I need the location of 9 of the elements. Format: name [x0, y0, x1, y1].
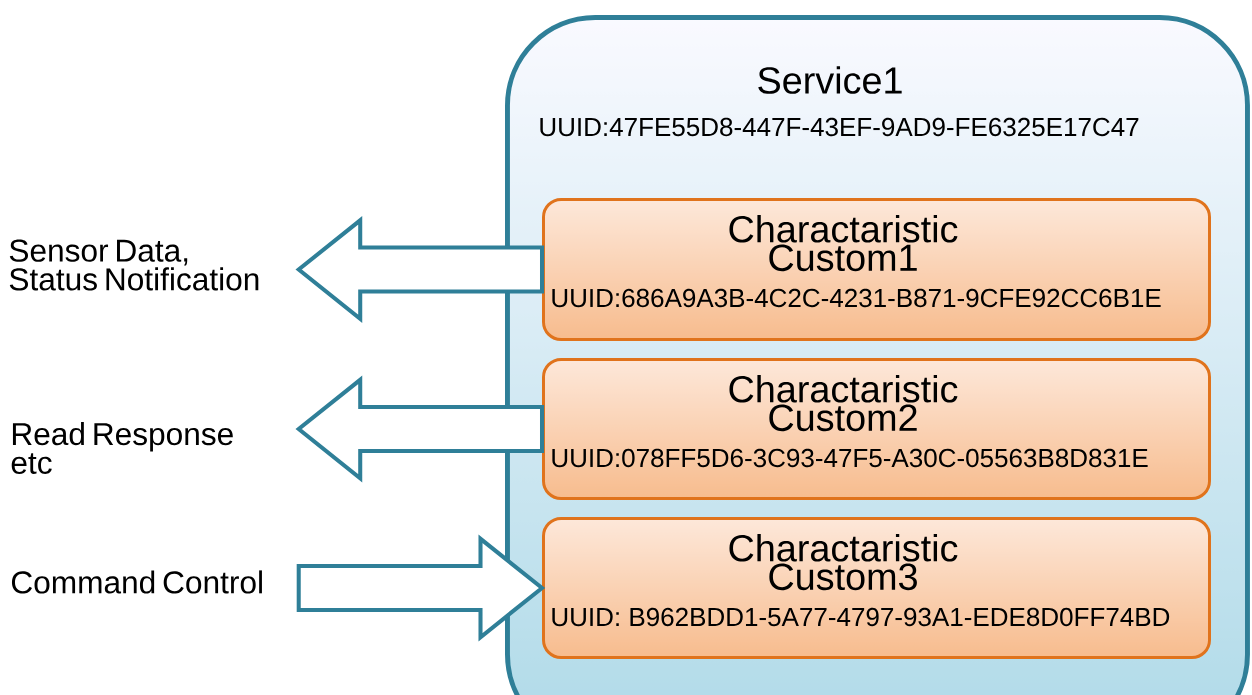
characteristic-box: Charactaristic Custom2 UUID:078FF5D6-3C93-47F5-A30C-05563B8D831E — [542, 358, 1211, 500]
characteristic-box: Charactaristic Custom1 UUID:686A9A3B-4C2C-4231-B871-9CFE92CC6B1E — [542, 198, 1211, 341]
block-arrow — [295, 375, 545, 483]
text-label: Read Response etc — [11, 422, 233, 474]
block-arrow — [295, 216, 545, 323]
block-arrow — [296, 534, 546, 642]
text-label: Command Control — [11, 570, 262, 594]
characteristic-box: Charactaristic Custom3 UUID: B962BDD1-5A77-4797-93A1-EDE8D0FF74BD — [542, 517, 1211, 659]
text-label: Sensor Data, Status Notification — [9, 239, 259, 291]
